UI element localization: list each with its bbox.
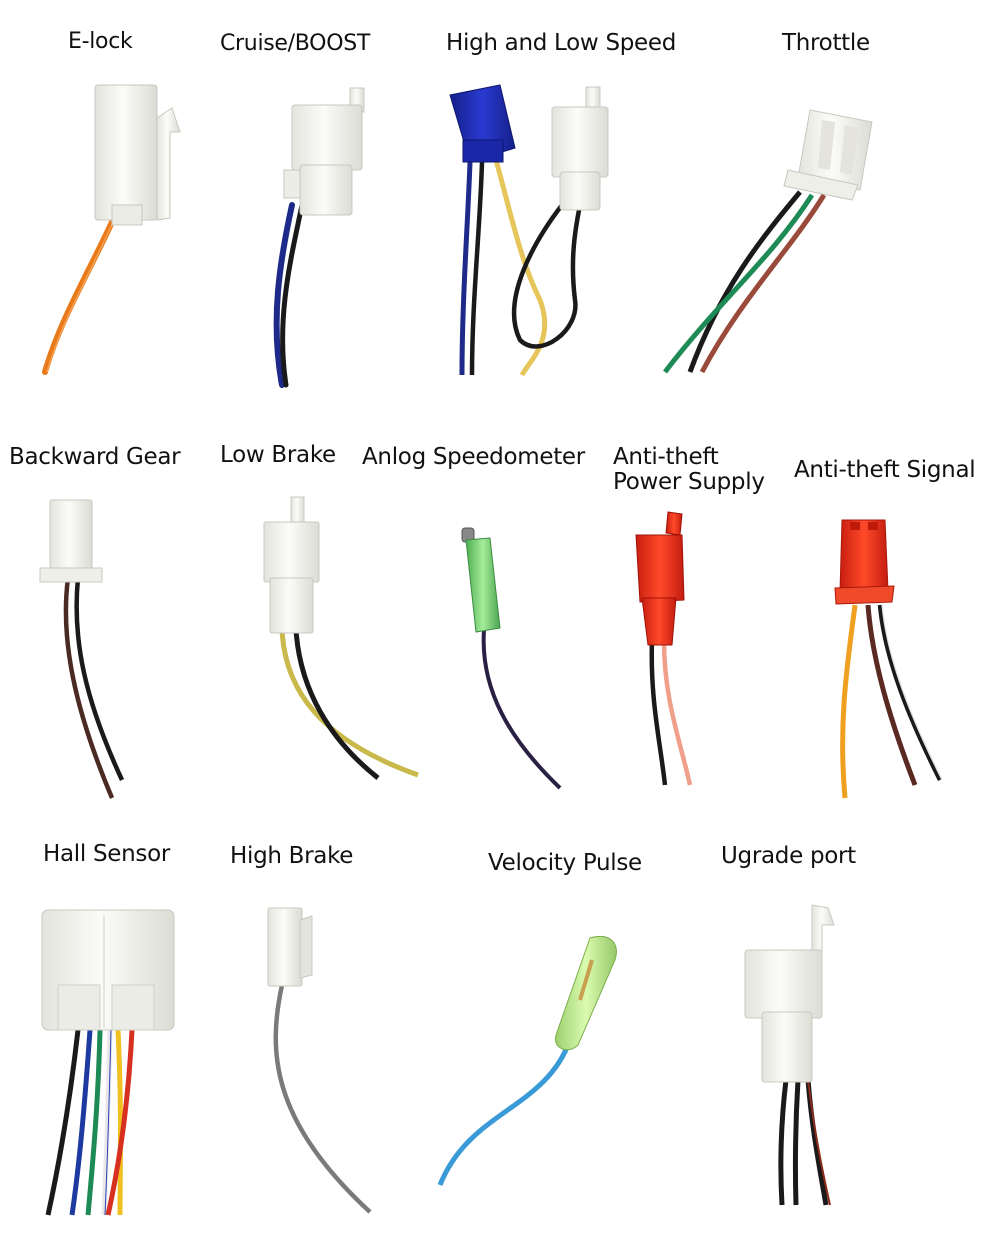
analog-speedometer-connector (461, 527, 562, 790)
upgrade-port-connector (744, 904, 835, 1206)
anti-theft-power-connector (635, 511, 693, 786)
label-throttle: Throttle (782, 30, 870, 56)
velocity-pulse-connector (437, 936, 617, 1186)
hall-sensor-connector (41, 909, 175, 1216)
label-analog-speedometer: Anlog Speedometer (362, 444, 585, 470)
high-low-speed-connectors (449, 84, 609, 377)
label-upgrade-port: Ugrade port (721, 843, 856, 869)
e-lock-connector (42, 84, 181, 375)
low-brake-connector (263, 496, 419, 780)
label-e-lock: E-lock (68, 29, 133, 54)
label-low-brake: Low Brake (220, 442, 336, 468)
cruise-boost-connector (273, 87, 365, 388)
label-high-low-speed: High and Low Speed (446, 30, 677, 56)
throttle-connector (663, 109, 873, 374)
label-backward-gear: Backward Gear (9, 444, 181, 470)
label-anti-theft-signal: Anti-theft Signal (794, 457, 976, 483)
label-cruise-boost: Cruise/BOOST (220, 31, 371, 56)
label-velocity-pulse: Velocity Pulse (488, 850, 642, 876)
anti-theft-signal-connector (834, 519, 943, 799)
label-anti-theft-power-line1: Anti-theft (613, 444, 719, 470)
label-anti-theft-power-line2: Power Supply (613, 469, 765, 495)
backward-gear-connector (39, 499, 125, 799)
high-brake-connector (267, 907, 372, 1214)
label-high-brake: High Brake (230, 843, 354, 869)
label-hall-sensor: Hall Sensor (43, 841, 171, 867)
